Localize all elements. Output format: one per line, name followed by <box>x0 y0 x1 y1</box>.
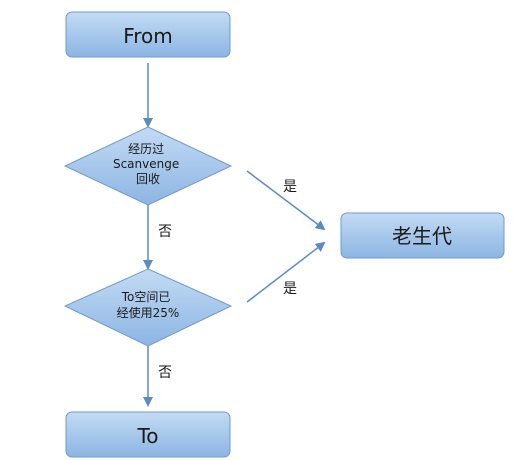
node-decision2-diamond <box>63 268 233 347</box>
node-decision2: To空间已 经使用25% <box>63 268 233 347</box>
arrow-decision1-to-old-gen <box>246 170 326 231</box>
node-to-box <box>65 411 231 458</box>
arrow-decision2-to-old-gen <box>246 241 326 303</box>
node-decision1-diamond <box>63 126 233 206</box>
edge-label-decision1-no: 否 <box>158 224 172 240</box>
edge-label-decision2-yes: 是 <box>283 281 297 297</box>
node-from-label: From <box>123 24 173 48</box>
node-decision1-line1: 经历过 <box>128 142 164 156</box>
edge-label-decision1-yes: 是 <box>283 179 297 195</box>
node-from-box <box>65 11 231 58</box>
edge-label-decision2-no: 否 <box>158 365 172 381</box>
node-decision1-line2: Scanvenge <box>113 157 179 171</box>
node-to-label: To <box>136 424 158 448</box>
node-decision1: 经历过 Scanvenge 回收 <box>63 126 233 206</box>
node-to: To <box>65 411 231 458</box>
node-old-gen-box <box>340 212 505 259</box>
node-old-gen: 老生代 <box>340 212 505 259</box>
node-old-gen-label: 老生代 <box>392 224 452 248</box>
connectors <box>143 63 326 407</box>
node-from: From <box>65 11 231 58</box>
node-decision2-line1: To空间已 <box>121 290 171 304</box>
node-decision1-text: 经历过 Scanvenge 回收 <box>113 142 183 186</box>
node-decision2-text: To空间已 经使用25% <box>117 290 180 320</box>
node-decision2-line2: 经使用25% <box>117 305 180 320</box>
node-decision1-line3: 回收 <box>136 172 160 186</box>
